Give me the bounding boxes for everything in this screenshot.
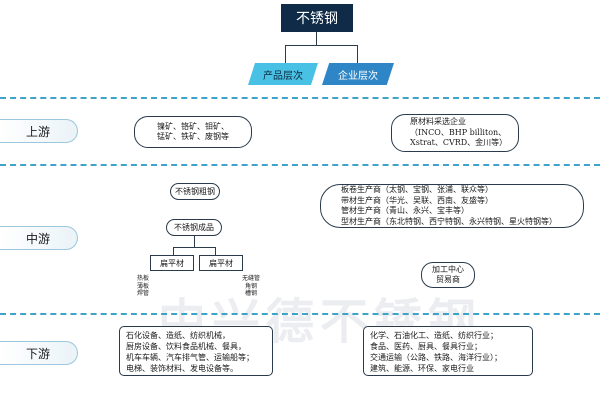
flat-left-subtypes: 热板 薄板 焊管 [130,275,156,298]
upstream-companies-box: 原材料采选企业 （INCO、BHP billiton、 Xstrat、CVRD、… [391,114,519,152]
upstream-materials-line: 锰矿、铁矿、废钢等 [157,132,229,141]
industry-line: 交通运输（公路、铁路、海洋行业）； [370,353,502,362]
title-connector [316,32,317,45]
flat-right-type: 角钢 [244,282,257,290]
divider-upstream-midstream [0,164,600,166]
divider-midstream-downstream [0,313,600,315]
producer-line: 管材生产商（青山、永兴、宝丰等） [341,206,469,215]
finished-connector [194,236,195,248]
producer-line: 带材生产商（华光、吴联、西南、友盛等） [341,195,493,205]
processing-box: 加工中心 贸易商 [421,262,475,288]
enterprise-level-label: 企业层次 [322,63,394,85]
downstream-industries: 化学、石油化工、造纸、纺织行业； 食品、医药、厨具、餐具行业； 交通运输（公路、… [363,326,533,376]
flat-right-type: 槽钢 [244,290,257,297]
flat-right-subtypes: 无缝管 角钢 槽钢 [236,275,266,298]
finished-branch-left [173,247,174,255]
product-use-line: 电梯、装饰材料、发电设备等。 [126,364,238,373]
product-use-line: 石化设备、造纸、纺织机械， [126,331,230,340]
flat-left-type: 焊管 [136,290,149,297]
product-level-label: 产品层次 [248,63,318,85]
upstream-materials-line: 镍矿、铬矿、钼矿、 [157,121,229,131]
branch-right [357,45,358,63]
tier-midstream: 中游 [0,226,78,250]
processing-line: 贸易商 [436,275,460,284]
upstream-companies-line: （INCO、BHP billiton、 [410,127,507,137]
processing-line: 加工中心 [432,264,464,274]
downstream-product-uses: 石化设备、造纸、纺织机械， 厨房设备、饮料食品机械、餐具， 机车车辆、汽车排气管… [119,326,273,376]
finished-branch-right [215,247,216,255]
finished-steel-box: 不锈钢成品 [166,219,222,236]
title-branch [285,45,358,46]
divider-top [0,97,600,99]
flat-left-type: 薄板 [136,282,149,290]
industry-line: 化学、石油化工、造纸、纺织行业； [370,331,498,340]
industry-line: 食品、医药、厨具、餐具行业； [370,342,482,351]
midstream-producers-box: 板卷生产商（太钢、宝钢、张浦、联众等） 带材生产商（华光、吴联、西南、友盛等） … [320,184,584,228]
crude-steel-box: 不锈钢粗钢 [170,183,220,200]
tier-upstream: 上游 [0,119,78,143]
product-use-line: 机车车辆、汽车排气管、运输船等； [126,353,254,362]
upstream-materials-box: 镍矿、铬矿、钼矿、 锰矿、铁矿、废钢等 [134,116,252,148]
branch-left [285,45,286,63]
diagram-title: 不锈钢 [281,4,353,32]
flat-left-type: 热板 [136,275,149,282]
flat-right-type: 无缝管 [241,275,260,282]
producer-line: 板卷生产商（太钢、宝钢、张浦、联众等） [341,185,493,194]
producer-line: 型材生产商（东北特钢、西宁特钢、永兴特钢、星火特钢等） [341,216,557,226]
product-use-line: 厨房设备、饮料食品机械、餐具， [126,342,246,351]
tier-downstream: 下游 [0,341,78,365]
industry-line: 建筑、能源、环保、家电行业 [370,364,474,373]
flat-product-right: 扁平材 [199,255,243,271]
flat-product-left: 扁平材 [150,255,194,271]
finished-branch [173,247,216,248]
upstream-companies-line: Xstrat、CVRD、金川等） [410,138,508,148]
upstream-companies-line: 原材料采选企业 [410,117,466,127]
